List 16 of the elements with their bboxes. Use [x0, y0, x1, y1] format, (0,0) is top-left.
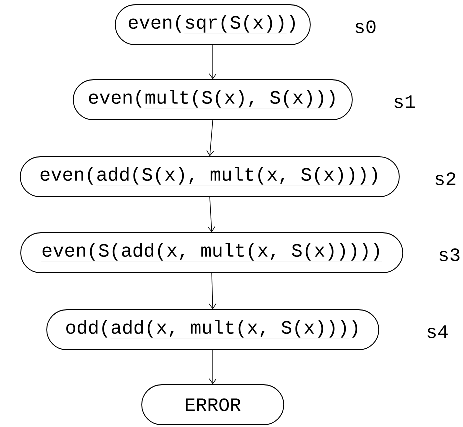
state-box: even(S(add(x, mult(x, S(x)))))	[20, 232, 404, 274]
state-label: s3	[440, 248, 460, 262]
arrow	[209, 273, 217, 310]
arrow	[208, 197, 216, 233]
state-box: odd( add(x, mult(x, S(x))) )	[46, 310, 380, 350]
state-box: ERROR	[142, 384, 284, 426]
state-label: s0	[356, 20, 376, 34]
state-box: even( sqr(S(x)) )	[115, 4, 311, 46]
state-box: even( add(S(x), mult(x, S(x))) )	[20, 156, 400, 198]
arrow	[209, 45, 217, 80]
state-box: even( mult(S(x), S(x)) )	[73, 80, 353, 120]
state-label: s2	[436, 172, 456, 186]
state-label: s4	[428, 326, 448, 338]
arrow	[206, 120, 214, 157]
state-label: s1	[394, 96, 415, 108]
arrow	[209, 350, 217, 385]
